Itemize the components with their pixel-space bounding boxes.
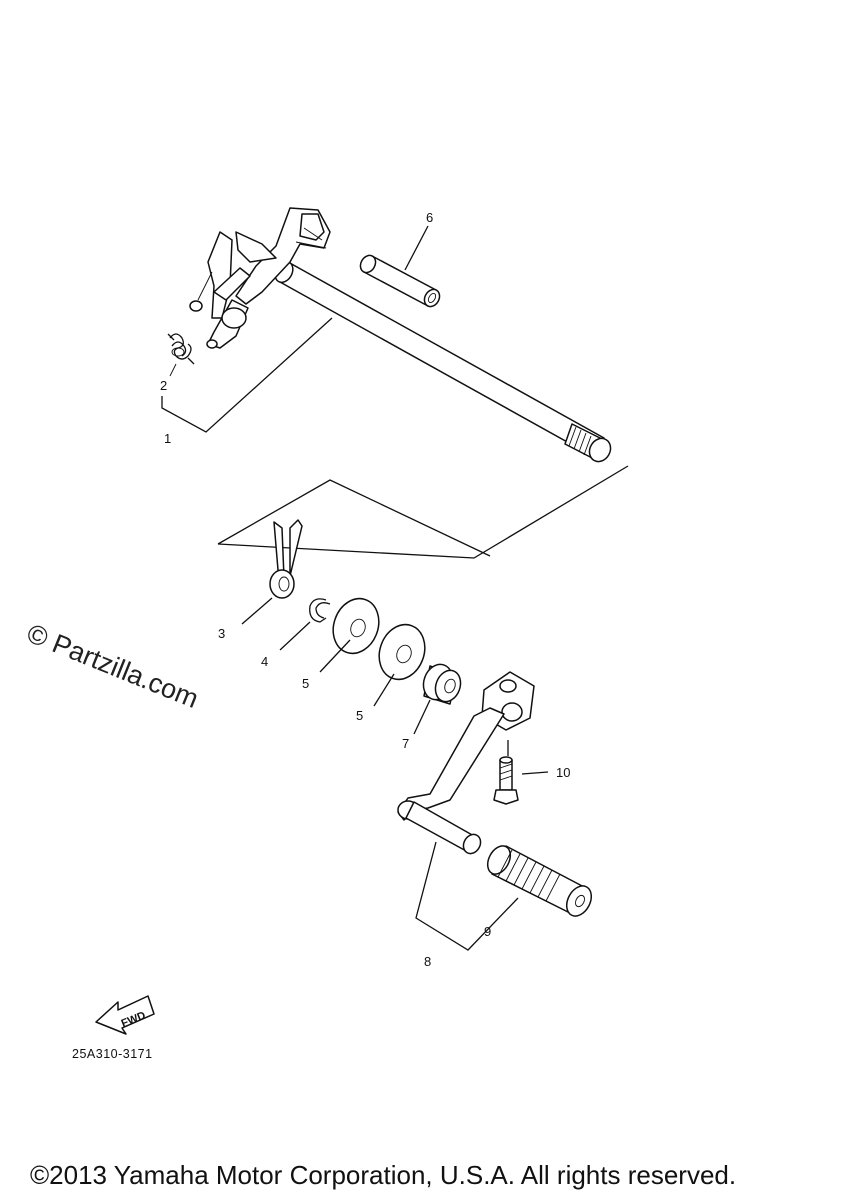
copyright-notice: ©2013 Yamaha Motor Corporation, U.S.A. A… (30, 1160, 737, 1190)
part-5-washer-a (332, 597, 380, 655)
part-6-collar (359, 254, 441, 308)
part-label-7: 7 (402, 736, 409, 751)
part-label-3: 3 (218, 626, 225, 641)
part-5-washer-b (378, 623, 426, 681)
fwd-direction-arrow: FWD (95, 995, 155, 1035)
reference-box (217, 465, 629, 559)
part-label-1: 1 (164, 431, 171, 446)
part-2-spring (167, 333, 195, 365)
part-3-cotter-pin (269, 519, 303, 599)
diagram-code: 25A310-3171 (72, 1047, 153, 1061)
part-label-5a: 5 (302, 676, 309, 691)
part-label-8: 8 (424, 954, 431, 969)
upper-leader-lines (161, 225, 429, 433)
part-label-2: 2 (160, 378, 167, 393)
part-label-6: 6 (426, 210, 433, 225)
part-label-10: 10 (556, 765, 570, 780)
part-7-bearing (422, 663, 462, 705)
shift-shaft-assembly (189, 207, 612, 463)
part-label-4: 4 (261, 654, 268, 669)
part-4-circlip (309, 598, 331, 623)
part-9-pedal-rubber (486, 845, 593, 917)
lower-leader-lines (241, 597, 549, 951)
part-10-bolt (493, 740, 519, 805)
part-8-shift-pedal (397, 671, 535, 855)
part-labels: 1 2 3 4 5 5 6 7 8 9 10 (160, 210, 570, 969)
part-label-9: 9 (484, 924, 491, 939)
part-label-5b: 5 (356, 708, 363, 723)
